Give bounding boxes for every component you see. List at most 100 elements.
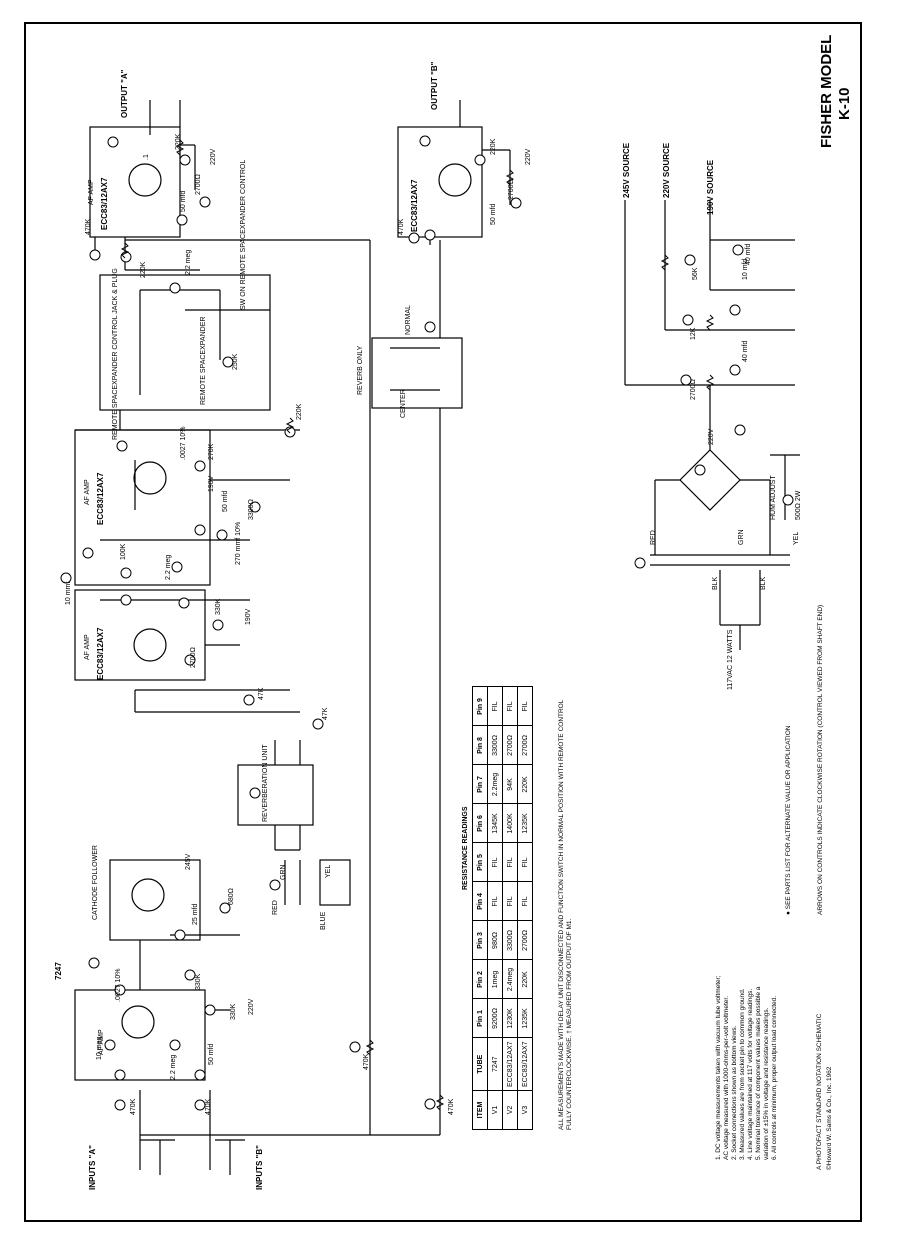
wire-grn-label: GRN — [280, 864, 287, 880]
c1-label: .1 — [143, 154, 150, 160]
table-cell: 2700Ω — [517, 725, 533, 765]
r470k-b-label: 470K — [398, 218, 405, 235]
c270mmf-label: 270 mmf 10% — [235, 521, 242, 565]
arrows-note: ARROWS ON CONTROLS INDICATE CLOCKWISE RO… — [817, 604, 824, 915]
table-cell: FIL — [517, 686, 533, 726]
source-190v: 190V SOURCE — [706, 159, 715, 215]
table-cell: FIL — [502, 686, 518, 726]
r470k-c-label: 470K — [130, 1098, 137, 1115]
v220-label: 220V — [210, 148, 217, 165]
r10meg-label: 10 meg — [96, 1036, 103, 1060]
table-cell: 1235K — [517, 998, 533, 1038]
remote-ctl-label: REMOTE SPACEXPANDER — [200, 316, 207, 405]
schematic-border — [24, 22, 862, 1222]
table-cell: 1400K — [502, 803, 518, 843]
c10mfd-label: 10 mfd — [742, 258, 749, 280]
table-cell: 220K — [517, 764, 533, 804]
r220k-label: 220K — [175, 133, 182, 150]
remote-sw-label: SW ON REMOTE SPACEXPANDER CONTROL — [240, 159, 247, 310]
table-cell: 1235K — [517, 803, 533, 843]
r2-2meg-label: 2.2 meg — [185, 249, 192, 275]
v220-c-label: 220V — [248, 998, 255, 1015]
r330k-c-label: 330K — [230, 1003, 237, 1020]
table-cell: 2.4meg — [502, 959, 518, 999]
normal-label: NORMAL — [405, 305, 412, 335]
input-a-label: INPUTS "A" — [88, 1145, 97, 1190]
table-cell: 980Ω — [487, 920, 503, 960]
r470k-f-label: 470K — [448, 1098, 455, 1115]
wire-red-label: RED — [272, 900, 279, 915]
v220-d-label: 220V — [708, 428, 715, 445]
r250k-label: 250K — [232, 353, 239, 370]
r500-2w-label: 500Ω 2W — [795, 490, 802, 520]
reverb-only-label: REVERB ONLY — [357, 345, 364, 395]
note-6: 6. All controls at minimum, proper outpu… — [771, 995, 778, 1160]
c0027-label: .0027 10% — [180, 426, 187, 460]
r2700-label: 2700Ω — [195, 174, 202, 195]
r220k-c-label: 220K — [490, 138, 497, 155]
source-220v: 220V SOURCE — [662, 142, 671, 198]
table-cell: FIL — [502, 881, 518, 921]
r12k-label: 12K — [690, 327, 697, 340]
tube-v2-lower-type: ECC83/12AX7 — [96, 627, 105, 680]
note-1: 1. DC voltage measurements taken with va… — [715, 975, 722, 1160]
resistance-table-footnote: ALL MEASUREMENTS MADE WITH DELAY UNIT DI… — [558, 699, 573, 1130]
table-cell: 9200Ω — [487, 998, 503, 1038]
c50-b-label: 50 mfd — [490, 203, 497, 225]
c25-label: 25 mfd — [192, 903, 199, 925]
resistance-header-cell: Pin 7 — [472, 764, 488, 804]
note-2: 2. Socket connections shown as bottom vi… — [731, 1025, 738, 1160]
footer-line-2: ©Howard W. Sams & Co., Inc. 1962 — [826, 1066, 833, 1170]
table-cell: V1 — [487, 1090, 503, 1130]
table-cell: 3300Ω — [502, 920, 518, 960]
c50-label: 50 mfd — [180, 190, 187, 212]
r2700-d-label: 2700Ω — [690, 379, 697, 400]
table-cell: 94K — [502, 764, 518, 804]
note-5b: variation of ±15% in voltage and resista… — [763, 1007, 770, 1160]
r3300-label: 3300Ω — [248, 499, 255, 520]
r470k-d-label: 470K — [205, 1098, 212, 1115]
blk-b-label: BLK — [760, 576, 767, 590]
table-cell: FIL — [487, 842, 503, 882]
note-5: 5. Nominal tolerance of component values… — [755, 986, 762, 1160]
r2-2meg-b-label: 2.2 meg — [165, 554, 172, 580]
r470k-e-label: 470K — [363, 1053, 370, 1070]
v190-label: 190V — [208, 475, 215, 492]
c50-c-label: 50 mfd — [222, 490, 229, 512]
tube-v2-lower-role: AF AMP — [84, 634, 91, 660]
r47k-label: 47K — [258, 687, 265, 700]
c40mfd-b-label: 40 mfd — [742, 340, 749, 362]
resistance-header-cell: Pin 9 — [472, 686, 488, 726]
v190-b-label: 190V — [245, 608, 252, 625]
r47k-b-label: 47K — [322, 707, 329, 720]
red-label: RED — [650, 530, 657, 545]
tube-v3-upper-type: ECC83/12AX7 — [100, 177, 109, 230]
title-line-1: FISHER MODEL — [818, 34, 835, 148]
tube-v3-lower-type: ECC83/12AX7 — [410, 179, 419, 232]
resistance-header-cell: Pin 6 — [472, 803, 488, 843]
tube-v1-type: 7247 — [54, 962, 63, 980]
note-1b: AC voltage measured with 1000-ohms-per-v… — [723, 995, 730, 1160]
r270k-label: 270K — [208, 443, 215, 460]
resistance-header-cell: Pin 8 — [472, 725, 488, 765]
remote-jack-label: REMOTE SPACEXPANDER CONTROL JACK & PLUG — [112, 268, 119, 440]
c50-d-label: 50 mfd — [208, 1043, 215, 1065]
v245-label: 245V — [185, 853, 192, 870]
resistance-header-cell: Pin 2 — [472, 959, 488, 999]
grn-label: GRN — [738, 529, 745, 545]
r680-label: 680Ω — [228, 888, 235, 905]
table-cell: FIL — [487, 686, 503, 726]
input-b-label: INPUTS "B" — [255, 1145, 264, 1190]
r330k-b-label: 330K — [195, 973, 202, 990]
r100k-label: 100K — [120, 543, 127, 560]
hum-adjust-label: HUM ADJUST — [770, 475, 777, 520]
r220k-d-label: 220K — [296, 403, 303, 420]
r2700-c-label: 2700Ω — [190, 647, 197, 668]
resistance-header-cell: Pin 1 — [472, 998, 488, 1038]
